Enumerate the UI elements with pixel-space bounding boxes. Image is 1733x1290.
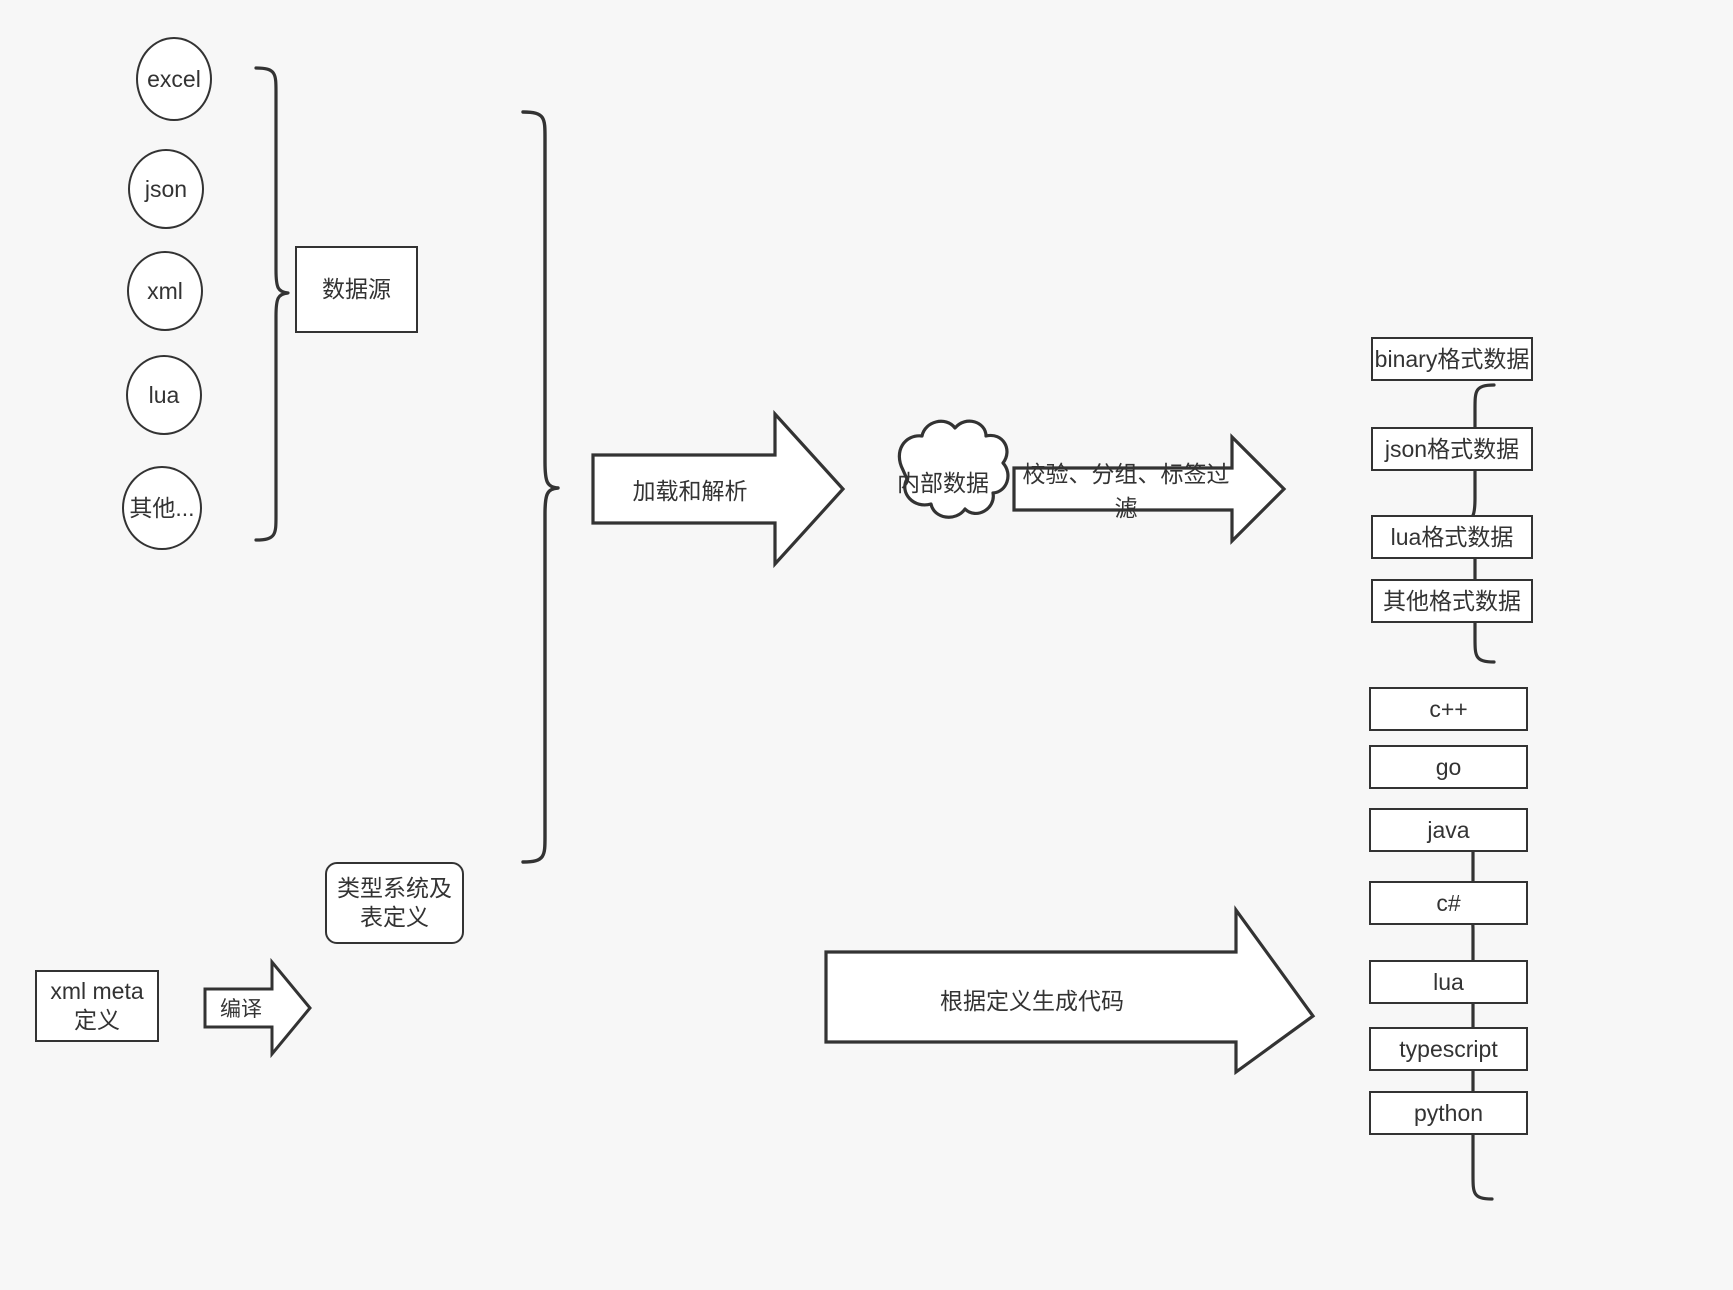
validate-arrow-text: 校验、分组、标签过滤 (1022, 461, 1230, 521)
type-system-box[interactable]: 类型系统及表定义 (325, 862, 464, 944)
load-parse-arrow (591, 409, 846, 569)
output-format-lua[interactable]: lua格式数据 (1371, 515, 1533, 559)
output-language-java-label: java (1427, 816, 1470, 843)
output-language-typescript[interactable]: typescript (1369, 1027, 1528, 1071)
data-source-lua[interactable]: lua (126, 355, 202, 435)
output-language-python[interactable]: python (1369, 1091, 1528, 1135)
internal-data-cloud-text: 内部数据 (897, 470, 989, 496)
output-language-typescript-label: typescript (1399, 1035, 1498, 1062)
data-source-lua-label: lua (148, 381, 180, 408)
validate-arrow-label: 校验、分组、标签过滤 (1020, 461, 1232, 521)
pipeline-input-brace (521, 110, 560, 864)
compile-arrow-text: 编译 (220, 998, 262, 1021)
data-source-xml-label: xml (147, 277, 183, 304)
output-language-lua-label: lua (1433, 968, 1464, 995)
internal-data-cloud (897, 419, 1010, 519)
output-languages-brace (1459, 810, 1494, 1201)
output-format-json-label: json格式数据 (1384, 435, 1520, 462)
data-source-json-label: json (144, 175, 188, 202)
generate-code-arrow-label: 根据定义生成代码 (828, 980, 1236, 1018)
data-source-brace (254, 66, 290, 542)
output-language-cpp[interactable]: c++ (1369, 687, 1528, 731)
data-source-group-box[interactable]: 数据源 (295, 246, 418, 333)
compile-arrow-label: 编译 (210, 991, 272, 1025)
data-source-xml[interactable]: xml (127, 251, 203, 331)
type-system-label: 类型系统及表定义 (337, 875, 452, 930)
data-source-excel-label: excel (147, 65, 201, 92)
output-language-csharp-label: c# (1436, 889, 1461, 916)
output-language-cpp-label: c++ (1429, 695, 1468, 722)
output-format-lua-label: lua格式数据 (1390, 523, 1514, 550)
output-format-other[interactable]: 其他格式数据 (1371, 579, 1533, 623)
generate-code-arrow (824, 905, 1316, 1076)
xml-meta-definition-label: xml meta定义 (50, 978, 144, 1033)
output-language-java[interactable]: java (1369, 808, 1528, 852)
output-format-binary-label: binary格式数据 (1374, 345, 1530, 372)
data-source-other[interactable]: 其他... (122, 466, 202, 550)
data-source-json[interactable]: json (128, 149, 204, 229)
output-language-go-label: go (1435, 753, 1462, 780)
output-format-json[interactable]: json格式数据 (1371, 427, 1533, 471)
output-format-other-label: 其他格式数据 (1383, 587, 1521, 614)
output-format-binary[interactable]: binary格式数据 (1371, 337, 1533, 381)
load-parse-arrow-text: 加载和解析 (632, 478, 748, 504)
generate-code-arrow-text: 根据定义生成代码 (940, 988, 1124, 1014)
internal-data-cloud-label: 内部数据 (894, 464, 992, 498)
load-parse-arrow-label: 加载和解析 (600, 469, 780, 509)
output-language-csharp[interactable]: c# (1369, 881, 1528, 925)
data-source-excel[interactable]: excel (136, 37, 212, 121)
output-language-go[interactable]: go (1369, 745, 1528, 789)
data-source-other-label: 其他... (129, 494, 195, 521)
output-language-python-label: python (1413, 1099, 1484, 1126)
validate-group-filter-arrow (1012, 433, 1287, 545)
output-language-lua[interactable]: lua (1369, 960, 1528, 1004)
data-source-group-label: 数据源 (322, 276, 391, 303)
compile-arrow (203, 957, 312, 1059)
xml-meta-definition-box[interactable]: xml meta定义 (35, 970, 159, 1042)
